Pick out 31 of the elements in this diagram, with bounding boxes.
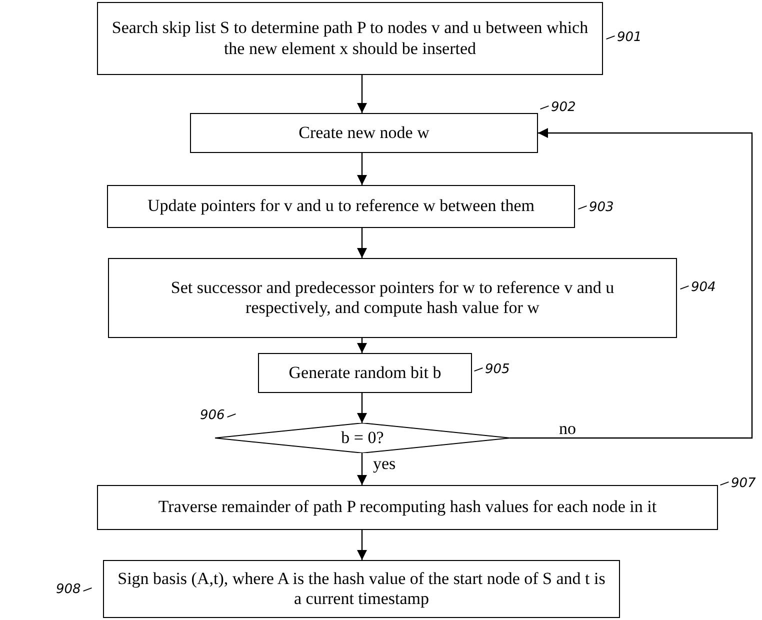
arrow — [357, 153, 367, 185]
step-text: Update pointers for v and u to reference w between them — [147, 196, 535, 217]
callout-number: 907 — [720, 476, 756, 491]
process-box — [97, 2, 603, 75]
callout-number: 904 — [680, 280, 716, 295]
decision-text: b = 0? — [341, 428, 384, 448]
step-text: Generate random bit b — [288, 362, 442, 384]
process-box — [258, 353, 472, 393]
arrow — [357, 338, 367, 353]
callout-number: 902 — [540, 100, 576, 115]
arrow — [357, 75, 367, 113]
process-box — [107, 185, 575, 228]
arrow — [357, 453, 367, 485]
arrow — [510, 128, 753, 439]
step-text: Sign basis (A,t), where A is the hash value of the start node of S and t is a current timestamp — [116, 568, 606, 610]
process-box — [108, 258, 677, 338]
callout-number: 901 — [606, 30, 642, 45]
callout-number: 905 — [474, 362, 510, 377]
callout-number: 906 — [200, 408, 236, 423]
step-text: Set successor and predecessor pointers for w to reference v and u respectively, and compute hash value for w — [170, 278, 616, 318]
process-box — [97, 485, 718, 530]
step-text: Search skip list S to determine path P to nodes v and u between which the new element x should be inserted — [110, 18, 590, 59]
arrow — [357, 393, 367, 423]
process-box — [103, 560, 620, 618]
step-text: Create new node w — [298, 122, 430, 144]
step-text: Traverse remainder of path P recomputing hash values for each node in it — [158, 497, 657, 518]
process-box — [190, 113, 538, 153]
callout-number: 908 — [56, 582, 92, 597]
arrow — [357, 228, 367, 258]
arrow — [357, 530, 367, 560]
callout-number: 903 — [578, 200, 614, 215]
